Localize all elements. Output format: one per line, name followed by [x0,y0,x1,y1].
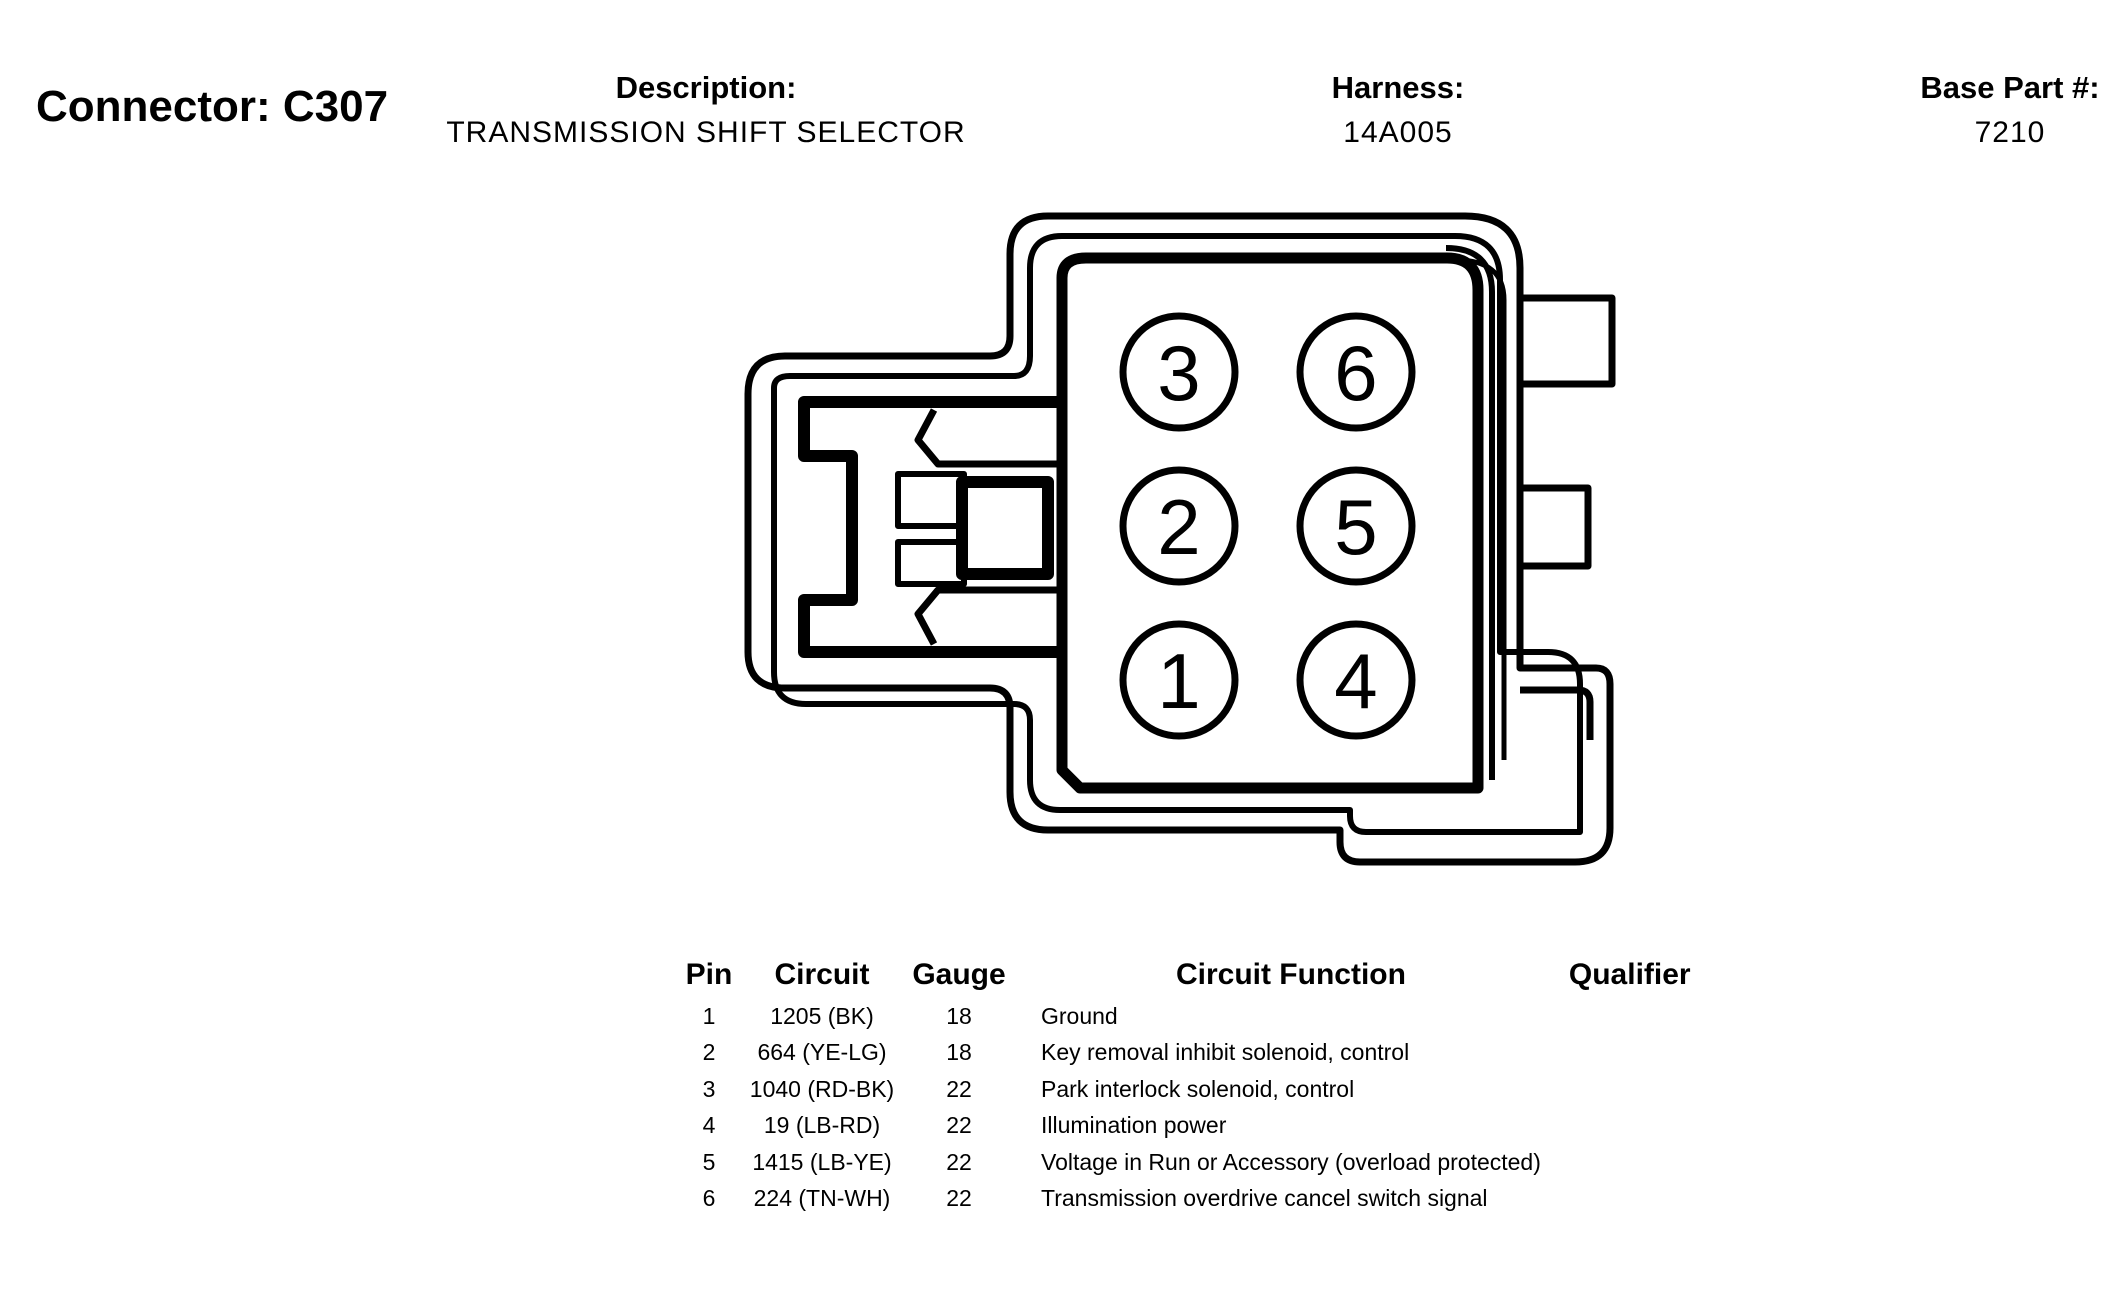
pin-cavity-2: 2 [1119,466,1239,586]
cell-circuit: 1205 (BK) [770,1002,874,1029]
pin-circle [1296,312,1416,432]
cell-pin: 6 [702,1185,716,1212]
table-row: 4 19 (LB-RD) 22 Illumination power [671,1108,1769,1145]
cell-qualifier [1541,998,1769,1035]
pin-number-2: 2 [1157,483,1200,571]
pin-circle [1119,620,1239,740]
latch-core [956,476,1054,580]
latch-arm-top [914,408,1062,468]
cell-circuit: 664 (YE-LG) [757,1039,887,1066]
cell-function: Voltage in Run or Accessory (overload pr… [1041,1148,1541,1175]
pin-number-5: 5 [1334,483,1377,571]
cell-qualifier [1541,1181,1769,1218]
housing-outer-outline [744,212,1614,866]
cell-qualifier [1541,1035,1769,1072]
pin-number-3: 3 [1157,329,1200,417]
cell-pin: 2 [702,1039,716,1066]
right-tab-bottom [1520,686,1594,740]
column-header-qualifier: Qualifier [1568,958,1691,991]
description-block: Description: TRANSMISSION SHIFT SELECTOR [446,70,966,150]
connector-title: Connector: C307 [36,82,389,131]
cell-pin: 3 [702,1075,716,1102]
table-row: 1 1205 (BK) 18 Ground [671,998,1769,1035]
pin-table: Pin Circuit Gauge Circuit Function Quali… [671,958,1769,1217]
cell-gauge: 22 [946,1148,972,1175]
description-label: Description: [615,70,797,105]
description-value: TRANSMISSION SHIFT SELECTOR [446,116,966,149]
cell-gauge: 18 [946,1039,972,1066]
cell-qualifier [1541,1108,1769,1145]
base-part-block: Base Part #: 7210 [1900,70,2120,150]
table-row: 2 664 (YE-LG) 18 Key removal inhibit sol… [671,1035,1769,1072]
cell-function: Park interlock solenoid, control [1041,1075,1355,1102]
pin-cavity-1: 1 [1119,620,1239,740]
cell-gauge: 18 [946,1002,972,1029]
latch-frame [798,396,1062,658]
cell-circuit: 1415 (LB-YE) [752,1148,892,1175]
pin-cavity-5: 5 [1296,466,1416,586]
column-header-circuit-function: Circuit Function [1175,958,1406,991]
cell-gauge: 22 [946,1185,972,1212]
pin-number-1: 1 [1157,637,1200,725]
pin-cavities: 3 6 2 5 1 4 [1119,312,1416,740]
column-header-pin: Pin [685,958,733,991]
cell-pin: 4 [702,1112,716,1139]
cell-circuit: 224 (TN-WH) [753,1185,891,1212]
pin-circle [1296,466,1416,586]
table-row: 6 224 (TN-WH) 22 Transmission overdrive … [671,1181,1769,1218]
column-header-circuit: Circuit [774,958,870,991]
table-header-row: Pin Circuit Gauge Circuit Function Quali… [671,958,1769,998]
harness-label: Harness: [1331,70,1465,105]
table-row: 5 1415 (LB-YE) 22 Voltage in Run or Acce… [671,1144,1769,1181]
cell-function: Ground [1041,1002,1118,1029]
harness-block: Harness: 14A005 [1248,70,1548,150]
cell-function: Illumination power [1041,1112,1227,1139]
cell-circuit: 19 (LB-RD) [763,1112,881,1139]
pin-circle [1296,620,1416,740]
base-part-label: Base Part #: [1920,70,2100,105]
latch-button-lower [895,539,967,587]
face-right-edge-2 [1455,257,1507,760]
right-tab-top [1520,294,1616,388]
pin-cavity-6: 6 [1296,312,1416,432]
cell-circuit: 1040 (RD-BK) [749,1075,895,1102]
pin-number-6: 6 [1334,329,1377,417]
housing-inner-outline [771,233,1583,835]
cell-function: Transmission overdrive cancel switch sig… [1041,1185,1488,1212]
pin-cavity-4: 4 [1296,620,1416,740]
cell-qualifier [1541,1144,1769,1181]
latch-button [895,471,967,529]
base-part-value: 7210 [1974,116,2046,149]
latch-arm-bottom [914,586,1062,646]
harness-value: 14A005 [1343,116,1453,149]
pin-circle [1119,312,1239,432]
cell-gauge: 22 [946,1112,972,1139]
face-right-edge [1445,245,1495,780]
cell-function: Key removal inhibit solenoid, control [1041,1039,1410,1066]
pin-number-4: 4 [1334,637,1377,725]
cell-qualifier [1541,1071,1769,1108]
cell-gauge: 22 [946,1075,972,1102]
pin-circle [1119,466,1239,586]
cell-pin: 5 [702,1148,716,1175]
pin-cavity-3: 3 [1119,312,1239,432]
column-header-gauge: Gauge [912,958,1006,991]
table-row: 3 1040 (RD-BK) 22 Park interlock solenoi… [671,1071,1769,1108]
right-tab-middle [1520,484,1592,570]
cell-pin: 1 [702,1002,716,1029]
